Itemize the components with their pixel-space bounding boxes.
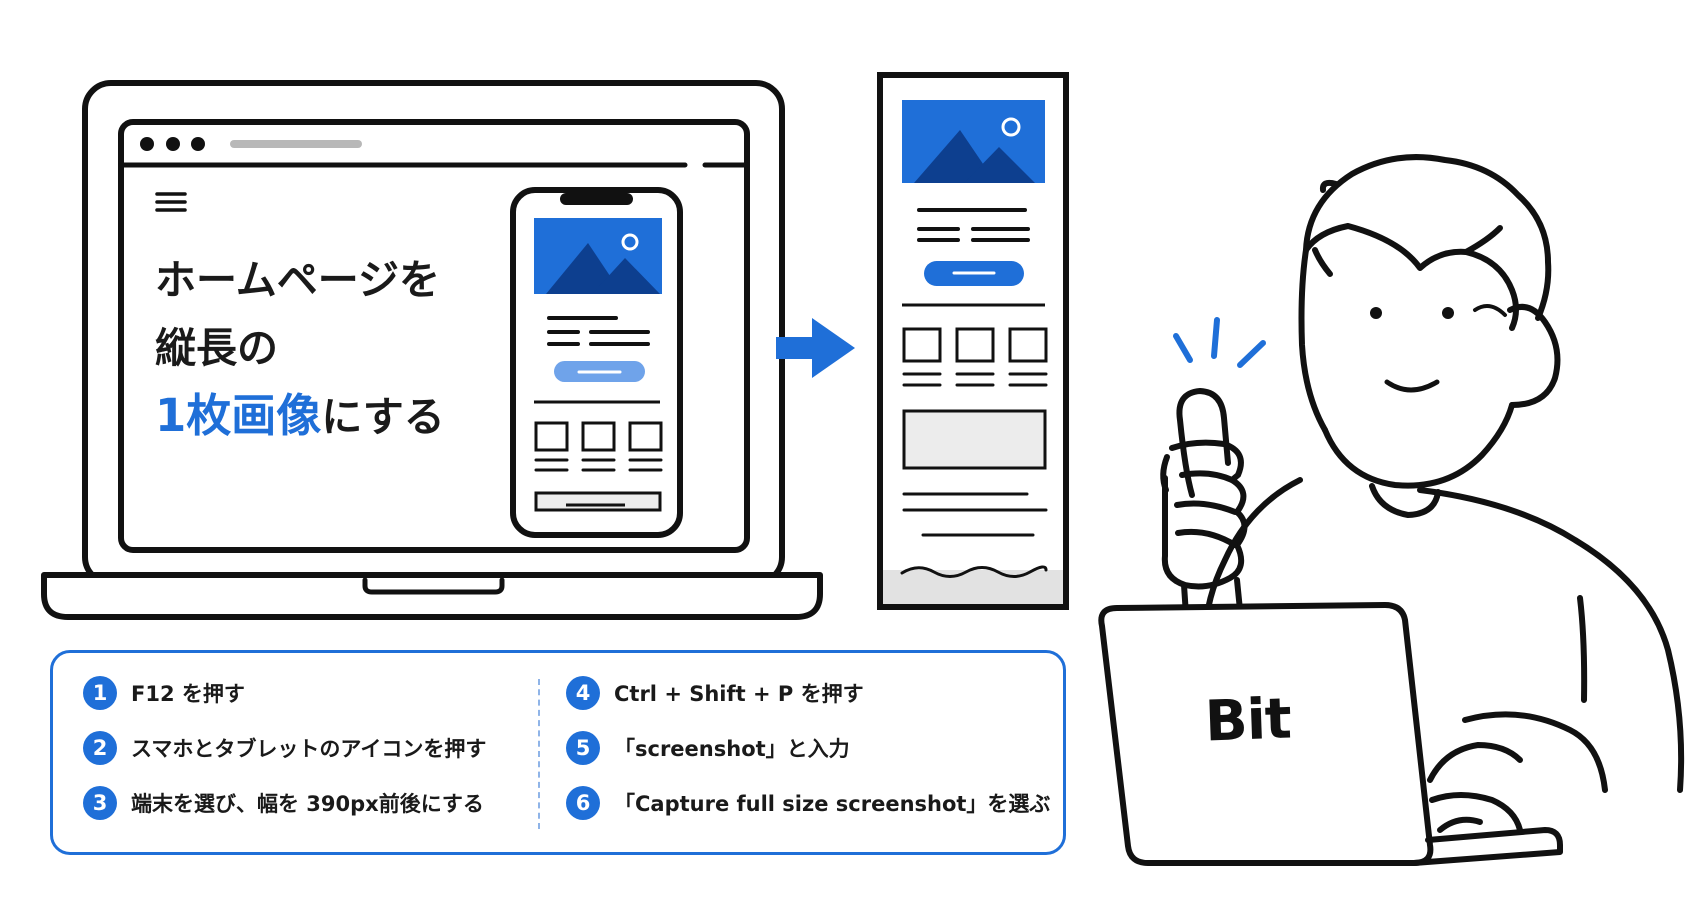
hero-line-2: 縦長の bbox=[155, 324, 278, 372]
step-number-badge: 1 bbox=[83, 676, 117, 710]
step-text: スマホとタブレットのアイコンを押す bbox=[131, 737, 487, 761]
step-item-5: 5 「screenshot」と入力 bbox=[566, 728, 850, 768]
browser-dots bbox=[140, 137, 205, 151]
step-text: F12 を押す bbox=[131, 682, 245, 706]
sparkle-icon bbox=[1173, 317, 1266, 368]
steps-divider bbox=[538, 679, 540, 829]
arrow-right-icon bbox=[776, 318, 855, 378]
brand-logo: Bit bbox=[1203, 686, 1292, 755]
step-text: 「screenshot」と入力 bbox=[614, 737, 850, 761]
step-item-2: 2 スマホとタブレットのアイコンを押す bbox=[83, 728, 486, 768]
hero-title: ホームページを 縦長の 1枚画像にする bbox=[155, 246, 445, 451]
step-number-badge: 2 bbox=[83, 731, 117, 765]
step-number-badge: 4 bbox=[566, 676, 600, 710]
hero-line-1: ホームページを bbox=[155, 256, 440, 304]
step-item-4: 4 Ctrl + Shift + P を押す bbox=[566, 673, 864, 713]
step-item-3: 3 端末を選び、幅を 390px前後にする bbox=[83, 783, 484, 823]
steps-panel: 1 F12 を押す 2 スマホとタブレットのアイコンを押す 3 端末を選び、幅を… bbox=[50, 650, 1066, 855]
hero-highlight: 1枚画像 bbox=[155, 389, 322, 442]
phone-mockup bbox=[510, 187, 683, 538]
hamburger-icon bbox=[155, 192, 187, 212]
hero-line-3: 1枚画像にする bbox=[155, 382, 445, 451]
step-number-badge: 5 bbox=[566, 731, 600, 765]
person-illustration bbox=[1098, 154, 1685, 866]
step-text: Ctrl + Shift + P を押す bbox=[614, 682, 864, 706]
hero-line-3-rest: にする bbox=[321, 393, 445, 441]
step-item-1: 1 F12 を押す bbox=[83, 673, 245, 713]
step-item-6: 6 「Capture full size screenshot」を選ぶ bbox=[566, 783, 1050, 823]
step-text: 「Capture full size screenshot」を選ぶ bbox=[614, 792, 1051, 816]
browser-address-bar bbox=[230, 140, 362, 148]
step-text: 端末を選び、幅を 390px前後にする bbox=[131, 792, 484, 816]
step-number-badge: 6 bbox=[566, 786, 600, 820]
long-screenshot bbox=[877, 72, 1069, 610]
step-number-badge: 3 bbox=[83, 786, 117, 820]
